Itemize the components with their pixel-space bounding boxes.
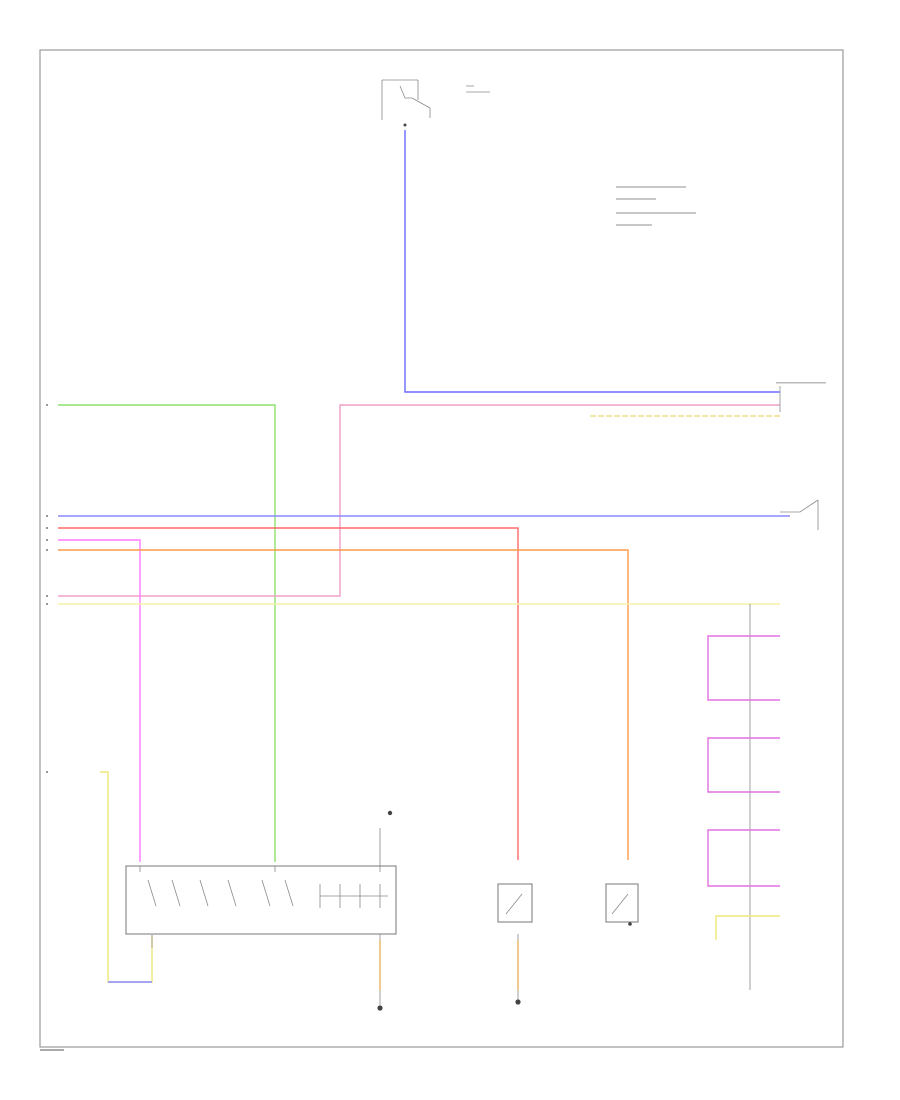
- switch-box-1: [497, 883, 533, 923]
- ground-lines: [151, 810, 521, 1011]
- wire-pink: [58, 539, 141, 862]
- control-unit-box: [125, 865, 397, 935]
- wire-mauve-sensor-1: [707, 635, 780, 701]
- left-pin-markers: [46, 404, 48, 773]
- right-sensor-group: [749, 382, 826, 990]
- wire-red: [58, 527, 519, 860]
- wire-orange: [58, 549, 629, 860]
- fuse-block: [381, 79, 490, 127]
- wire-mauve-sensor-2: [707, 737, 780, 793]
- switch-box-2: [605, 883, 639, 926]
- wire-yellow-sensor-4: [715, 915, 780, 940]
- wire-mauve-sensor-3: [707, 829, 780, 887]
- wire-blue-main: [404, 130, 780, 393]
- diagram-frame: [39, 49, 844, 1048]
- footer-mark: [40, 1049, 64, 1051]
- legend-block: [616, 186, 696, 226]
- wire-green: [58, 404, 276, 862]
- wire-light-pink: [58, 404, 780, 597]
